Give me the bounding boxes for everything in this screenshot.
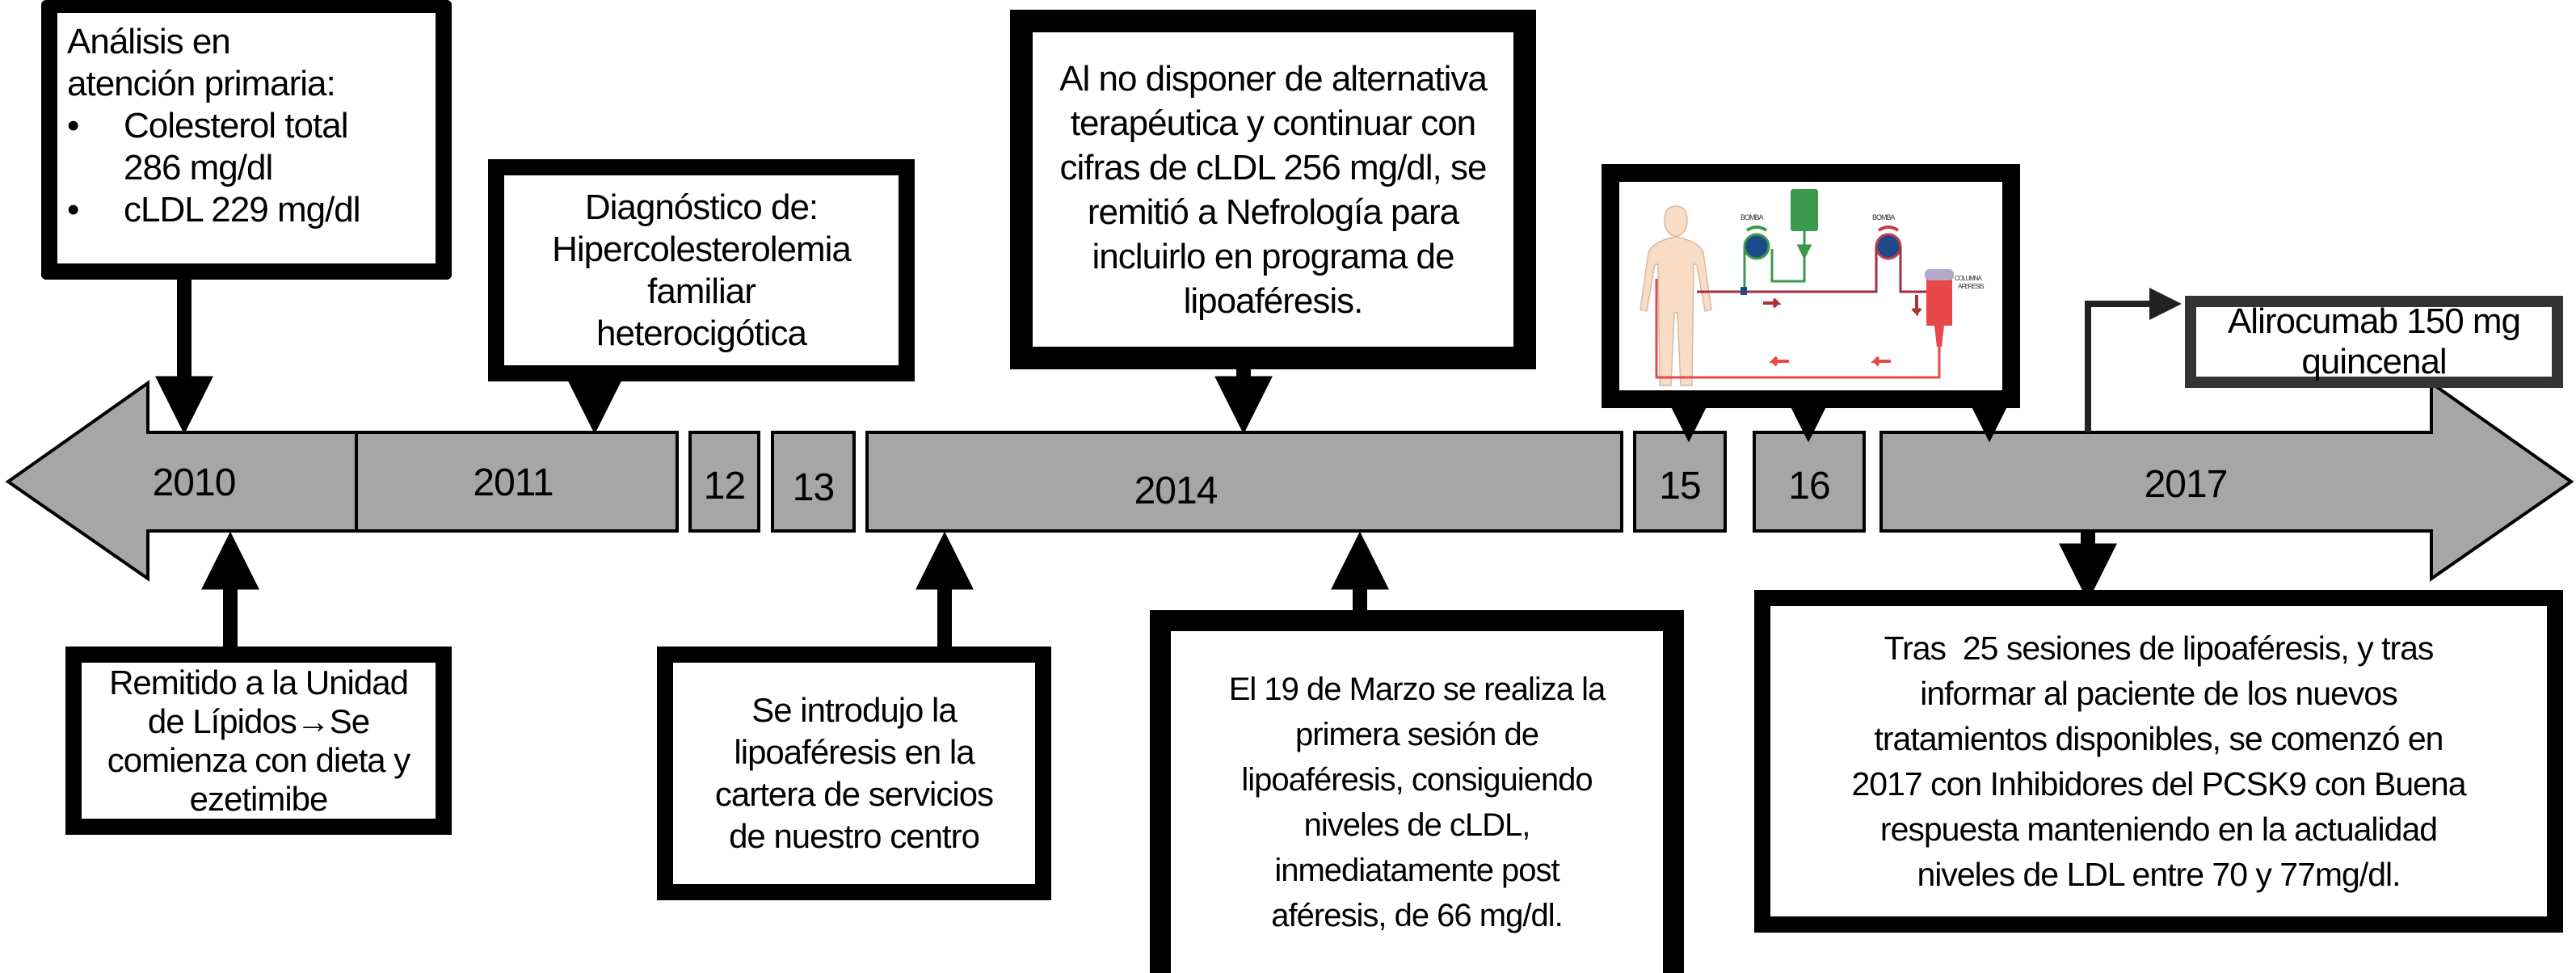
- lipoaferesis-circuit-illustration: BOMBA BOMBA COLUMNA AFERESIS: [1639, 189, 1985, 386]
- segment-2014: [865, 431, 1623, 533]
- nefrologia-line-5: incluirlo en programa de: [1092, 236, 1454, 276]
- tras-line-4: 2017 con Inhibidores del PCSK9 con Buena: [1851, 765, 2466, 802]
- analisis-bullet-1: • Colesterol total 286 mg/dl: [67, 105, 348, 189]
- segment-label-13: 13: [792, 466, 835, 509]
- bullet-2-line-1: cLDL 229 mg/dl: [124, 190, 361, 230]
- segment-label-2010: 2010: [152, 461, 237, 504]
- segment-16: [1753, 431, 1866, 533]
- connector-alirocumab: [2085, 288, 2182, 432]
- column-label-2: AFERESIS: [1958, 283, 1984, 290]
- segment-2011: [355, 431, 679, 533]
- introdujo-line-1: Se introdujo la: [751, 691, 958, 729]
- event-marzo: El 19 de Marzo se realiza la primera ses…: [1150, 610, 1684, 973]
- event-introdujo: Se introdujo la lipoaféresis en la carte…: [657, 647, 1051, 900]
- bullet-1-line-2: 286 mg/dl: [124, 148, 273, 187]
- marzo-line-2: primera sesión de: [1295, 716, 1539, 752]
- diagnostico-line-3: familiar: [647, 271, 756, 311]
- alirocumab-line-2: quincenal: [2301, 342, 2447, 381]
- marzo-line-4: niveles de cLDL,: [1303, 807, 1531, 843]
- event-lipoaferesis-image: BOMBA BOMBA COLUMNA AFERESIS: [1602, 164, 2020, 408]
- event-diagnostico: Diagnóstico de: Hipercolesterolemia fami…: [488, 159, 915, 381]
- pump2-icon: [1875, 233, 1902, 260]
- segment-12: [688, 431, 760, 533]
- nefrologia-line-6: lipoaféresis.: [1183, 280, 1364, 321]
- analisis-title-1: Análisis en: [67, 22, 231, 61]
- remitido-line-1: Remitido a la Unidad: [109, 663, 409, 701]
- nefrologia-line-3: cifras de cLDL 256 mg/dl, se: [1059, 147, 1488, 187]
- segment-label-2014: 2014: [1134, 470, 1219, 512]
- introdujo-line-3: cartera de servicios: [714, 775, 994, 813]
- segment-label-2017: 2017: [2144, 463, 2229, 506]
- nefrologia-line-2: terapéutica y continuar con: [1070, 103, 1476, 143]
- apheresis-column-icon: [1926, 279, 1952, 326]
- pump1-label: BOMBA: [1740, 213, 1764, 221]
- marzo-line-3: lipoaféresis, consiguiendo: [1241, 761, 1593, 798]
- segment-label-16: 16: [1788, 465, 1830, 508]
- column-label-1: COLUMNA: [1955, 275, 1983, 282]
- flow-arrow-left-icon: [1871, 356, 1891, 367]
- alirocumab-line-1: Alirocumab 150 mg: [2227, 301, 2521, 341]
- tras-line-1: Tras 25 sesiones de lipoaféresis, y tras: [1884, 630, 2435, 667]
- tras-line-6: niveles de LDL entre 70 y 77mg/dl.: [1917, 856, 2401, 893]
- pump2-label: BOMBA: [1872, 213, 1896, 221]
- marzo-line-6: aféresis, de 66 mg/dl.: [1271, 897, 1563, 933]
- event-analisis: Análisis en atención primaria: • Coleste…: [41, 0, 452, 280]
- tras-line-3: tratamientos disponibles, se comenzó en: [1874, 720, 2444, 757]
- analisis-title-2: atención primaria:: [67, 64, 336, 103]
- bullet-1-line-1: Colesterol total: [124, 106, 348, 145]
- segment-13: [771, 431, 856, 533]
- remitido-line-4: ezetimibe: [189, 779, 329, 818]
- marzo-line-5: inmediatamente post: [1274, 852, 1559, 888]
- flow-arrow-down-icon: [1911, 295, 1922, 317]
- introdujo-line-2: lipoaféresis en la: [734, 733, 974, 771]
- nefrologia-line-1: Al no disponer de alternativa: [1059, 58, 1488, 99]
- tras-line-5: respuesta manteniendo en la actualidad: [1879, 811, 2438, 848]
- bullet-icon: •: [67, 190, 79, 230]
- diagnostico-line-4: heterocigótica: [596, 313, 807, 353]
- event-tras: Tras 25 sesiones de lipoaféresis, y tras…: [1754, 590, 2563, 933]
- analisis-bullet-2: • cLDL 229 mg/dl: [67, 189, 361, 231]
- flow-arrow-left-icon: [1769, 356, 1789, 367]
- flow-arrow-right-icon: [1763, 297, 1782, 309]
- saline-bag-icon: [1791, 189, 1818, 231]
- tras-line-2: informar al paciente de los nuevos: [1920, 675, 2397, 712]
- diagnostico-line-2: Hipercolesterolemia: [552, 229, 852, 269]
- diagnostico-line-1: Diagnóstico de:: [584, 187, 819, 227]
- event-alirocumab: Alirocumab 150 mg quincenal: [2185, 296, 2563, 388]
- introdujo-line-4: de nuestro centro: [729, 817, 980, 855]
- patient-figure-icon: [1639, 205, 1712, 386]
- nefrologia-line-4: remitió a Nefrología para: [1087, 192, 1459, 232]
- segment-15: [1633, 431, 1727, 533]
- bullet-icon: •: [67, 106, 79, 145]
- event-nefrologia: Al no disponer de alternativa terapéutic…: [1010, 10, 1536, 369]
- segment-label-2011: 2011: [473, 461, 554, 504]
- segment-2017-arrow: [1879, 380, 2574, 582]
- segment-label-12: 12: [703, 465, 746, 508]
- remitido-line-3: comienza con dieta y: [107, 740, 411, 779]
- marzo-line-1: El 19 de Marzo se realiza la: [1228, 671, 1606, 707]
- pump1-icon: [1743, 233, 1770, 260]
- segment-label-15: 15: [1659, 465, 1701, 508]
- remitido-line-2: de Lípidos→Se: [147, 701, 370, 740]
- event-remitido: Remitido a la Unidad de Lípidos→Se comie…: [65, 647, 452, 835]
